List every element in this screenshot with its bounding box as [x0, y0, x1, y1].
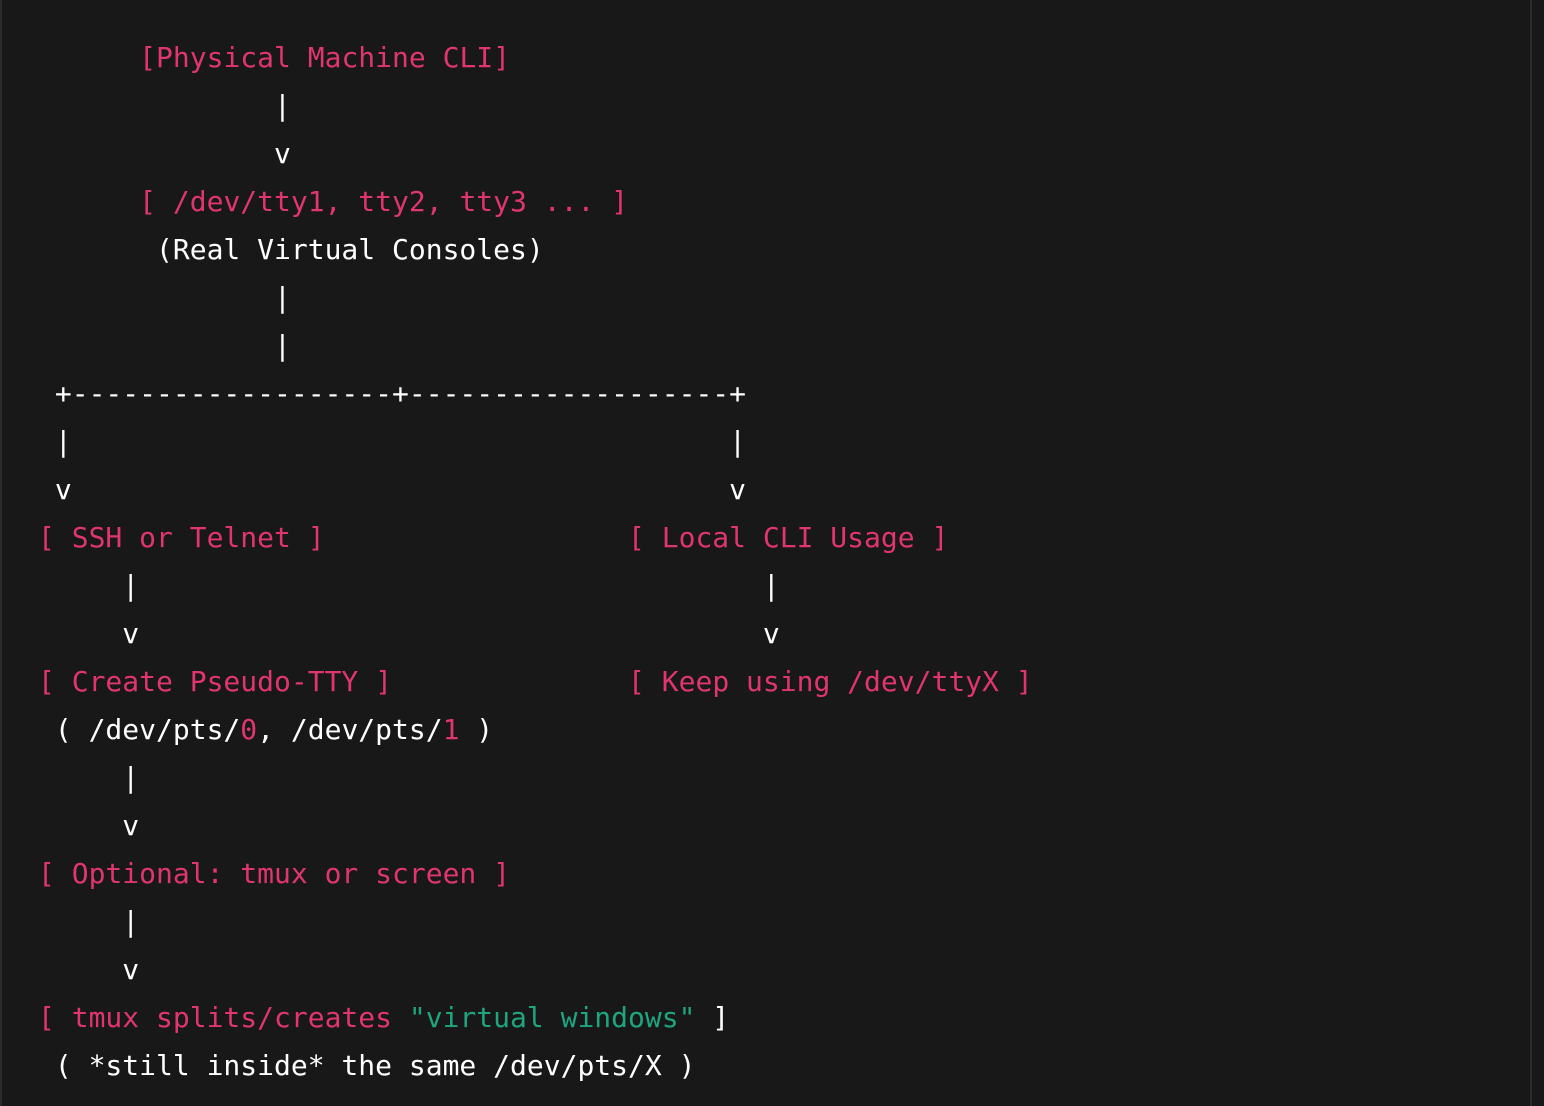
diagram-line: ( *still inside* the same /dev/pts/X ) [38, 1042, 1033, 1090]
diagram-text: | | [38, 425, 747, 458]
diagram-line: | [38, 898, 1033, 946]
diagram-text: | [38, 281, 291, 314]
diagram-text: | [38, 905, 140, 938]
diagram-line: | [38, 322, 1033, 370]
diagram-text: [ tmux splits/creates [38, 1001, 409, 1034]
diagram-line: +-------------------+-------------------… [38, 370, 1033, 418]
diagram-text: [ Optional: tmux or screen ] [38, 857, 511, 890]
diagram-text: ] [695, 1001, 730, 1034]
diagram-text: [ Create Pseudo-TTY ] [38, 665, 393, 698]
diagram-text: | | [38, 569, 780, 602]
diagram-text: [Physical Machine CLI] [139, 41, 511, 74]
diagram-text: [ SSH or Telnet ] [38, 521, 325, 554]
diagram-line: v [38, 802, 1033, 850]
diagram-text: v [38, 953, 140, 986]
diagram-text: ) [459, 713, 494, 746]
diagram-line: [ tmux splits/creates "virtual windows" … [38, 994, 1033, 1042]
diagram-line: [ Create Pseudo-TTY ] [ Keep using /dev/… [38, 658, 1033, 706]
diagram-text: (Real Virtual Consoles) [38, 233, 544, 266]
diagram-line: | | [38, 562, 1033, 610]
diagram-text: ( *still inside* the same /dev/pts/X ) [38, 1049, 696, 1082]
diagram-text: [ /dev/tty1, tty2, tty3 ... ] [122, 185, 629, 218]
diagram-line: v [38, 130, 1033, 178]
diagram-text: v v [38, 473, 747, 506]
diagram-line: ( /dev/pts/0, /dev/pts/1 ) [38, 706, 1033, 754]
diagram-line: | | [38, 418, 1033, 466]
diagram-text: v [38, 809, 140, 842]
diagram-line: | [38, 754, 1033, 802]
diagram-line: [ SSH or Telnet ] [ Local CLI Usage ] [38, 514, 1033, 562]
diagram-line: v v [38, 466, 1033, 514]
diagram-line: [ /dev/tty1, tty2, tty3 ... ] [38, 178, 1033, 226]
diagram-line: | [38, 82, 1033, 130]
diagram-text: v [38, 137, 291, 170]
diagram-text: , /dev/pts/ [257, 713, 443, 746]
diagram-line: [Physical Machine CLI] [38, 34, 1033, 82]
diagram-line: (Real Virtual Consoles) [38, 226, 1033, 274]
diagram-line: v v [38, 610, 1033, 658]
diagram-line: | [38, 274, 1033, 322]
diagram-text [325, 521, 628, 554]
diagram-text: 1 [442, 713, 460, 746]
diagram-line: v [38, 946, 1033, 994]
diagram-text: "virtual windows" [408, 1001, 696, 1034]
diagram-text: | [38, 761, 140, 794]
diagram-text: 0 [240, 713, 258, 746]
ascii-diagram: [Physical Machine CLI] | v [ /dev/tty1, … [38, 34, 1033, 1090]
diagram-text: | [38, 329, 291, 362]
diagram-line: [ Optional: tmux or screen ] [38, 850, 1033, 898]
diagram-text: [ Local CLI Usage ] [628, 521, 949, 554]
diagram-text [38, 41, 139, 74]
diagram-text: +-------------------+-------------------… [38, 377, 747, 410]
diagram-text [392, 665, 628, 698]
diagram-text: [ Keep using /dev/ttyX ] [628, 665, 1033, 698]
diagram-text: ( /dev/pts/ [38, 713, 241, 746]
diagram-text [38, 185, 122, 218]
diagram-text: | [38, 89, 291, 122]
diagram-text: v v [38, 617, 780, 650]
